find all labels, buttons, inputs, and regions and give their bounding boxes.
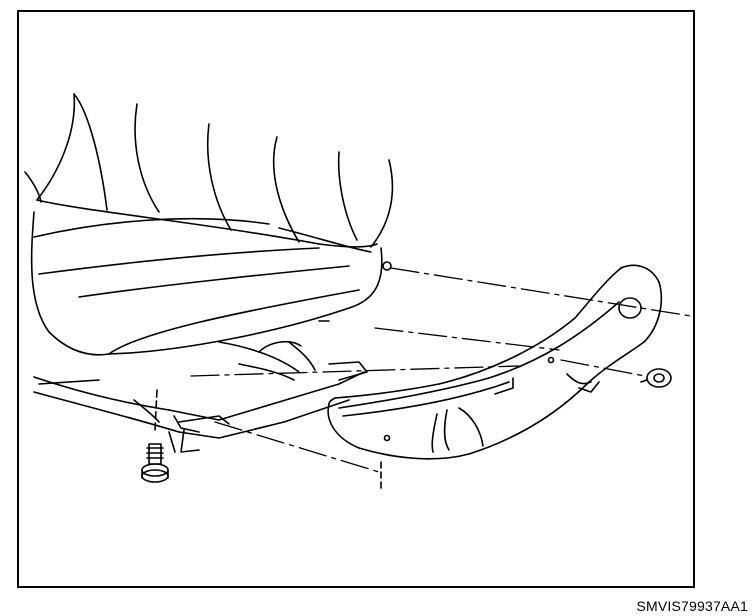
frame-bolt — [141, 389, 169, 483]
seat-cushion — [30, 211, 392, 356]
figure-code: SMVIS79937AA1 — [636, 598, 748, 614]
seat-back — [24, 93, 394, 248]
seat-frame — [33, 340, 368, 453]
seat-illustration — [24, 93, 692, 491]
trim-clip — [640, 368, 672, 388]
side-trim-cover — [327, 264, 663, 491]
alignment-lines — [190, 267, 692, 473]
diagram-frame — [17, 10, 695, 588]
